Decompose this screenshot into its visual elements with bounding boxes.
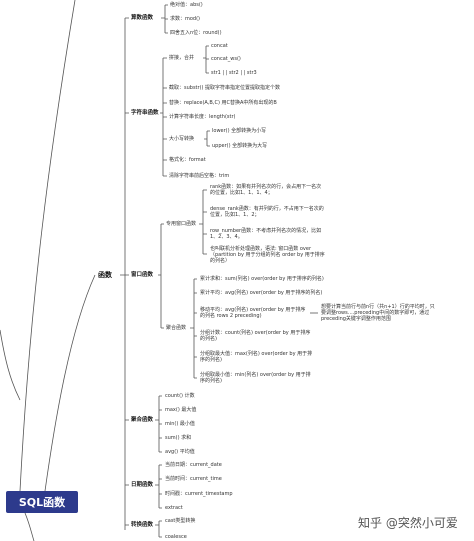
- window-moving-avg: 移动平均：avg(列名) over(order by 用于排序的列名 rows …: [200, 307, 306, 319]
- string-substr: 截取：substr() 提取字符串指定位置提取指定个数: [169, 85, 281, 91]
- window-max: 分组取最大值：max(列名) over(order by 用于排序的列名): [200, 351, 313, 363]
- date-category[interactable]: 日期函数: [131, 482, 154, 488]
- date-item: 当前时间：current_time: [165, 476, 222, 482]
- date-item: 时间戳：current_timestamp: [165, 491, 233, 497]
- string-category[interactable]: 字符串函数: [131, 110, 159, 116]
- date-item: 当前日期：current_date: [165, 462, 222, 468]
- string-format: 格式化：format: [169, 157, 206, 163]
- convert-item: cast类型转换: [165, 518, 196, 524]
- window-syntax-note: 也叫联机分析处理函数，语法: 窗口函数 over（partition by 用于…: [210, 246, 325, 264]
- aggregate-item: avg() 平均值: [165, 449, 195, 455]
- window-dense-rank: dense_rank函数：有并列的行，不占用下一名次的位置，比如1、1、2；: [210, 206, 324, 218]
- math-item: 四舍五入n位：round(): [170, 30, 222, 36]
- watermark: 知乎 @突然小可爱: [358, 516, 458, 530]
- aggregate-item: sum() 求和: [165, 435, 192, 441]
- window-moving-note: 想要计算当前行与前n行（共n+1）行的平均时，只要调整rows….precedi…: [321, 304, 435, 322]
- window-agg-group: 聚合函数: [166, 325, 187, 331]
- window-sum: 累计求和：sum(列名) over(order by 用于排序的列名): [200, 276, 324, 282]
- window-ranking-group: 专用窗口函数: [166, 221, 197, 227]
- string-case-item: lower() 全部转换为小写: [212, 128, 267, 134]
- math-item: 求数：mod(): [170, 16, 201, 22]
- string-concat-group: 拼接，合并: [169, 55, 195, 61]
- string-concat-item: str1 | | str2 | | str3: [211, 70, 257, 76]
- convert-category[interactable]: 转换函数: [131, 522, 154, 528]
- string-trim: 清除字符串前后空格：trim: [169, 173, 230, 179]
- aggregate-item: max() 最大值: [165, 407, 197, 413]
- root-node[interactable]: SQL函数: [6, 491, 78, 513]
- aggregate-item: count() 计数: [165, 393, 195, 399]
- string-case-group: 大小写转换: [169, 136, 195, 142]
- string-replace: 替换：replace(A,B,C) 用C替换A中所有出现的B: [169, 100, 277, 106]
- string-concat-item: concat_ws(): [211, 56, 241, 62]
- convert-item: coalesce: [165, 534, 187, 540]
- string-length: 计算字符串长度：length(str): [169, 114, 236, 120]
- window-row-number: row_number函数：不考虑并列名次的情况，比如1、2、3、4。: [210, 228, 322, 240]
- main-node[interactable]: 函数: [98, 271, 112, 279]
- window-min: 分组取最小值：min(列名) over(order by 用于排序的列名): [200, 372, 311, 384]
- aggregate-category[interactable]: 聚合函数: [131, 417, 154, 423]
- date-item: extract: [165, 505, 183, 511]
- window-count: 分组计数：count(列名) over(order by 用于排序的列名): [200, 330, 311, 342]
- window-avg: 累计平均：avg(列名) over(order by 用于排序的列名): [200, 290, 323, 296]
- aggregate-item: min() 最小值: [165, 421, 195, 427]
- window-rank: rank函数：如果有并列名次的行，会占用下一名次的位置，比如1、1、1、4；: [210, 184, 322, 196]
- window-category[interactable]: 窗口函数: [131, 272, 154, 278]
- string-case-item: upper() 全部转换为大写: [212, 143, 268, 149]
- math-category[interactable]: 算数函数: [131, 15, 154, 21]
- string-concat-item: concat: [211, 43, 228, 49]
- math-item: 绝对值：abs(): [170, 2, 203, 8]
